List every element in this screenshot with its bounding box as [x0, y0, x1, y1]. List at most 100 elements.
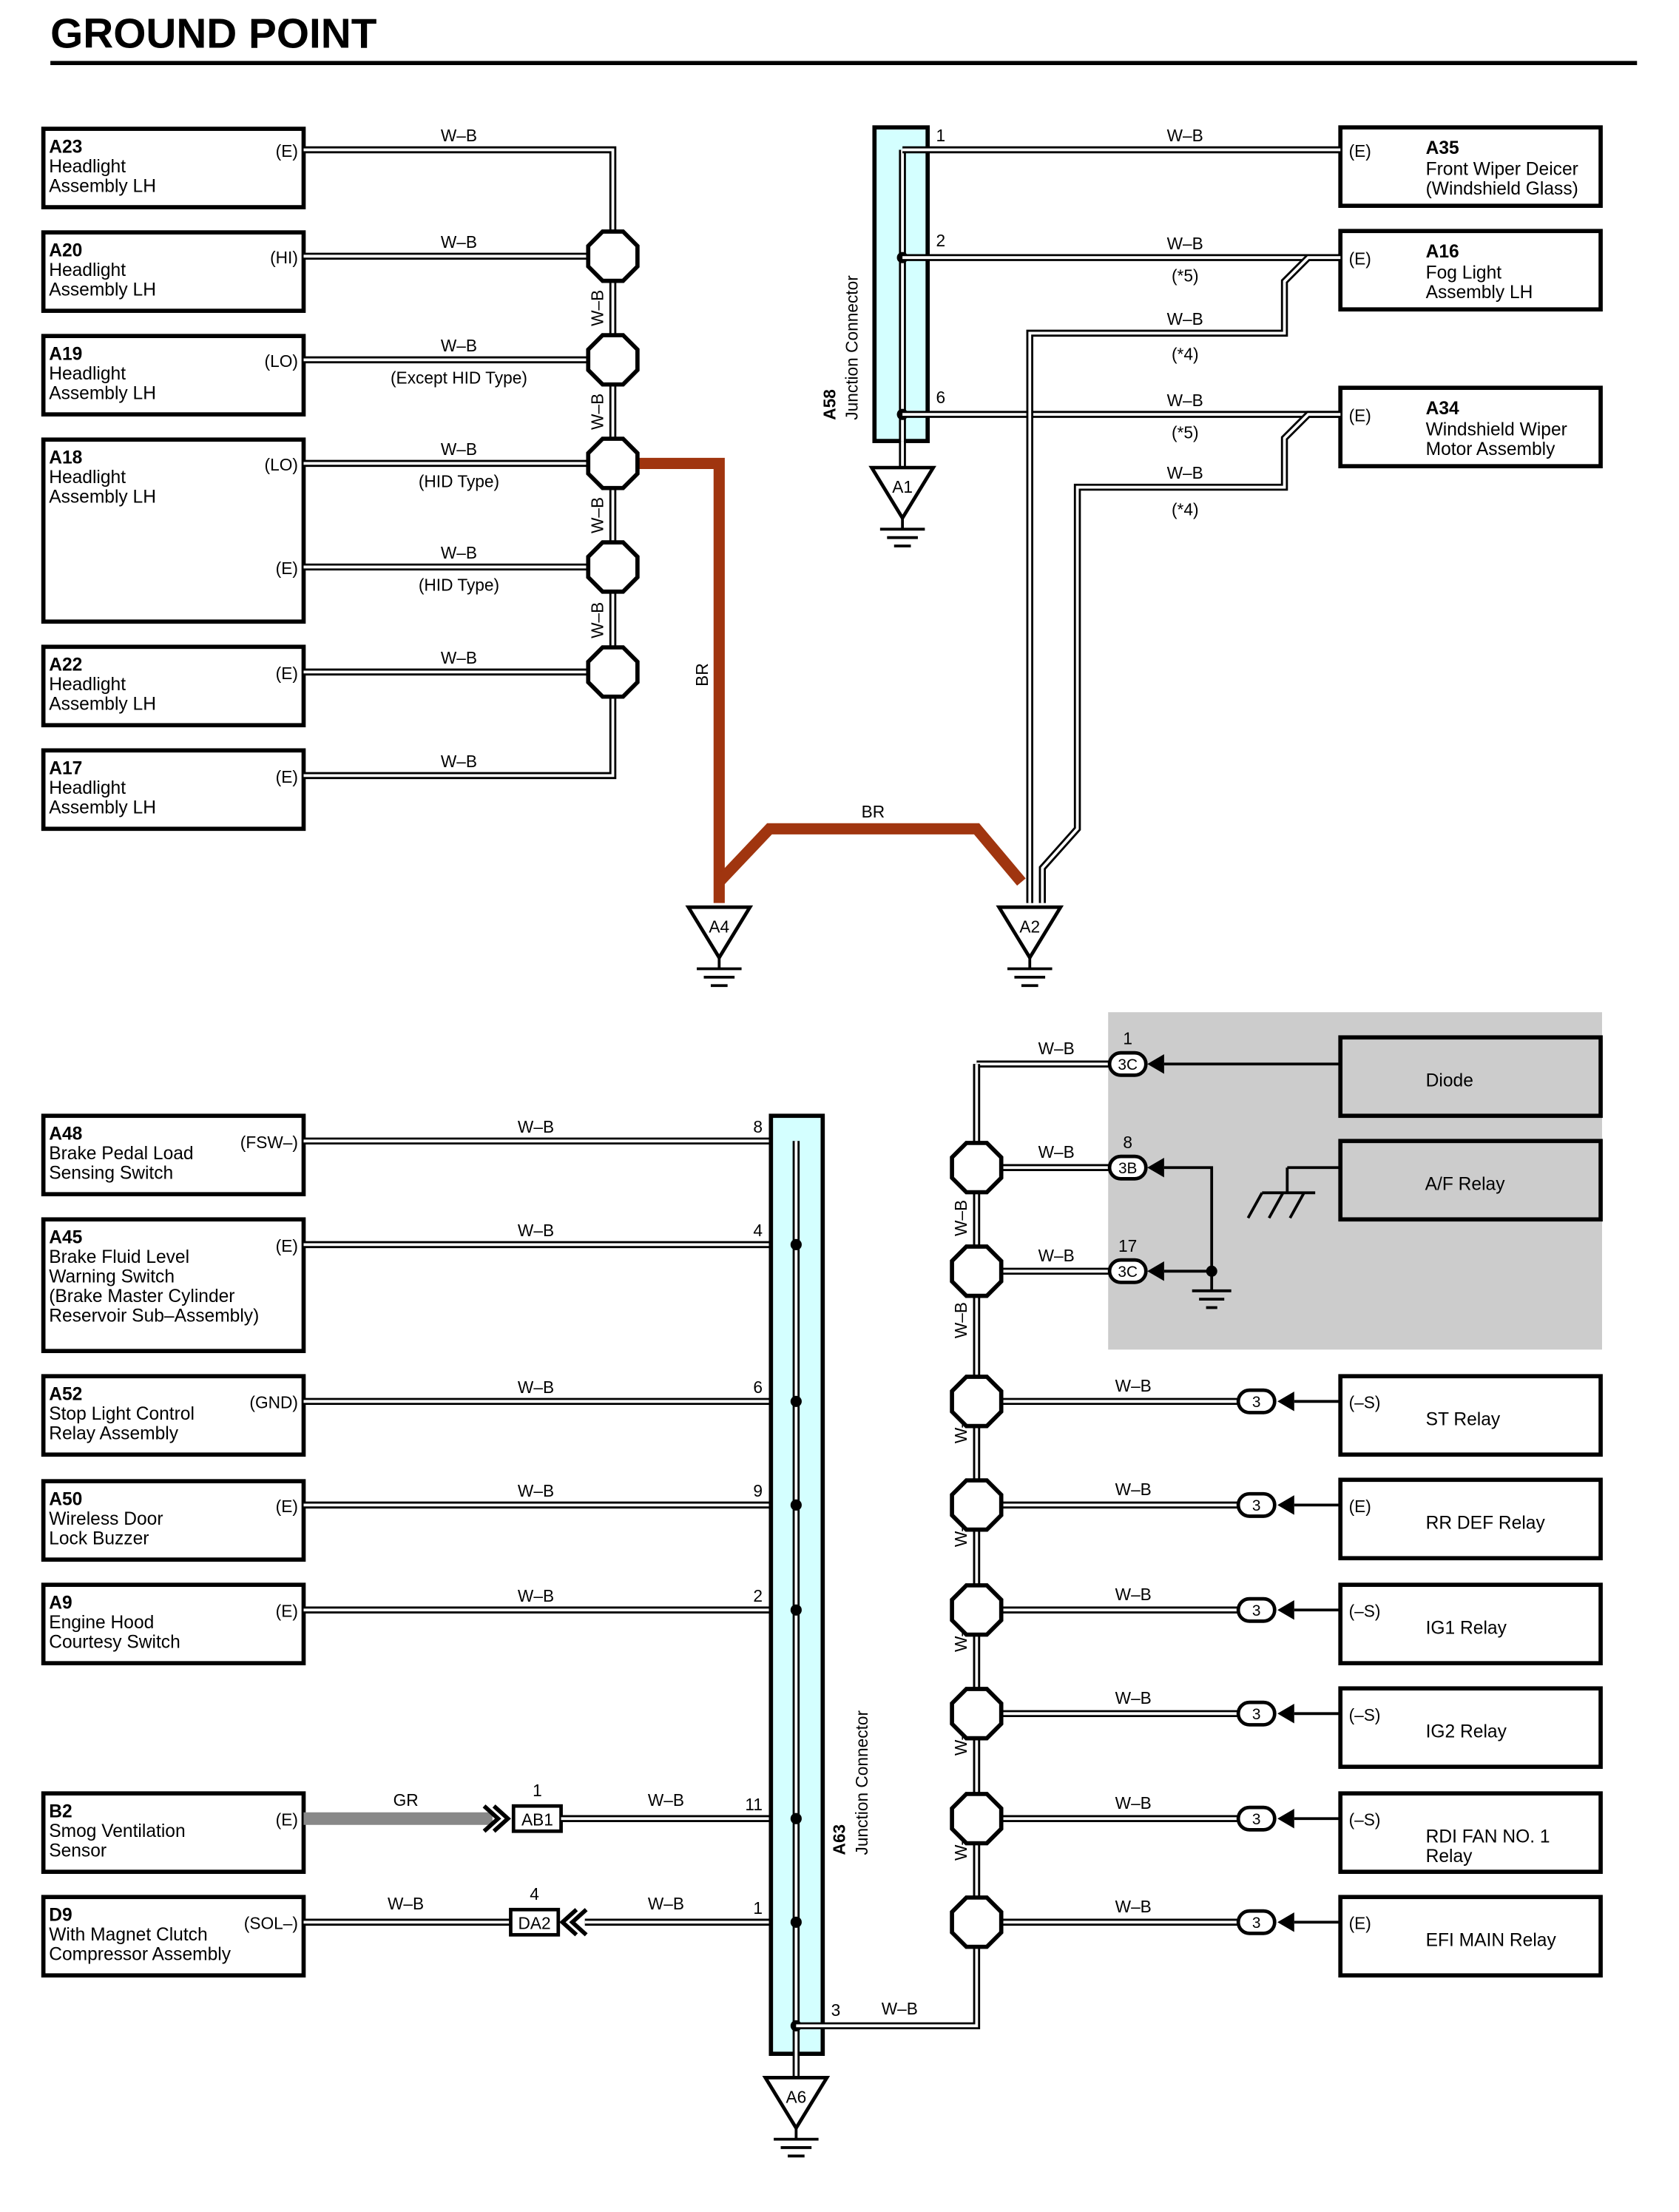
- component-A20-code: A20: [49, 240, 82, 260]
- component-A17-code: A17: [49, 758, 82, 778]
- wire-label-br-1: BR: [692, 663, 712, 687]
- connector-3C-0-label: 3C: [1118, 1056, 1138, 1073]
- component-A48-line-0: Brake Pedal Load: [49, 1144, 193, 1164]
- relay-box-3: [1338, 1686, 1603, 1770]
- relay-arrow-4: [1277, 1808, 1294, 1829]
- component-A35-code: A35: [1426, 138, 1459, 158]
- component-A34-line-0: Windshield Wiper: [1426, 420, 1567, 440]
- wire-a23-core: [303, 148, 615, 672]
- wire-label-wb-bl-4: W–B: [518, 1586, 554, 1605]
- relay-arrow-0: [1277, 1392, 1294, 1412]
- component-A34-pin: (E): [1349, 406, 1371, 425]
- component-A45-line-1: Warning Switch: [49, 1267, 175, 1287]
- component-A17-line-0: Headlight: [49, 778, 126, 798]
- wire-label-wb-b2: W–B: [648, 1790, 684, 1810]
- component-A34-code: A34: [1426, 399, 1459, 419]
- note-hid-1: (HID Type): [419, 472, 499, 491]
- wire-br-a4: [638, 457, 725, 903]
- wire-a17-core: [303, 672, 615, 778]
- connector-relay-1: [1236, 1491, 1277, 1518]
- relay-arrow-2: [1277, 1600, 1294, 1620]
- wire-label-wb-bl-1: W–B: [518, 1221, 554, 1240]
- a58-name: Junction Connector: [842, 275, 862, 420]
- component-A23-box: [41, 127, 306, 209]
- relay-box-4: [1338, 1791, 1603, 1874]
- wire-label-wb-bus-2: W–B: [587, 497, 607, 533]
- a63-node-3: [790, 1604, 802, 1616]
- component-A18-box: [41, 437, 306, 624]
- relay-label-4-0: RDI FAN NO. 1: [1426, 1827, 1550, 1847]
- a63-code: A63: [830, 1824, 849, 1855]
- a63-pin-9: 9: [753, 1481, 763, 1500]
- component-A52-pin: (GND): [249, 1393, 298, 1412]
- splice-top-0: [586, 229, 640, 283]
- wire-label-wb-a63out: W–B: [882, 1999, 918, 2018]
- component-A45-code: A45: [49, 1227, 82, 1247]
- component-D9-pin: (SOL–): [244, 1914, 298, 1933]
- relay-box-af: [1338, 1139, 1603, 1222]
- connector-da2: [509, 1907, 561, 1937]
- component-A22-line-0: Headlight: [49, 675, 126, 695]
- component-D9-box: [41, 1895, 306, 1978]
- component-A16-line-0: Fog Light: [1426, 263, 1502, 283]
- component-A34-box: [1338, 385, 1603, 469]
- component-A17-line-1: Assembly LH: [49, 798, 156, 817]
- splice-bottom-3: [950, 1478, 1004, 1532]
- relay-block-arrow-1: [1147, 1158, 1164, 1178]
- wire-label-wb-d9b: W–B: [648, 1894, 684, 1913]
- relay-label-1-0: RR DEF Relay: [1426, 1514, 1546, 1534]
- relay-pin-0: (–S): [1349, 1393, 1381, 1412]
- component-A19-code: A19: [49, 344, 82, 364]
- wire-label-wb-tl-0: W–B: [441, 126, 477, 145]
- wire-label-wb-tr-1: W–B: [1167, 234, 1203, 253]
- component-A50-line-1: Lock Buzzer: [49, 1528, 149, 1548]
- relay-label-0-0: ST Relay: [1426, 1409, 1501, 1429]
- component-A52-line-0: Stop Light Control: [49, 1404, 195, 1424]
- arrow-ab1-b: [492, 1804, 511, 1833]
- component-A48-code: A48: [49, 1124, 82, 1144]
- wire-af-internal: [1163, 1166, 1214, 1272]
- connector-relay-3-label: 3: [1252, 1706, 1261, 1723]
- component-A23-line-1: Assembly LH: [49, 176, 156, 196]
- a63-pin-11: 11: [745, 1795, 763, 1814]
- connector-relay-0-label: 3: [1252, 1394, 1261, 1411]
- a63-node-0: [790, 1238, 802, 1250]
- wire-label-wb-rl-3: W–B: [1115, 1688, 1152, 1707]
- component-A50-pin: (E): [276, 1497, 298, 1516]
- component-A35-line-0: Front Wiper Deicer: [1426, 160, 1578, 180]
- relay-box-0: [1338, 1374, 1603, 1457]
- wire-label-wb-tl-4: W–B: [441, 543, 477, 562]
- component-A18-pin2: (E): [276, 559, 298, 578]
- arrow-da2-a: [559, 1908, 578, 1937]
- wire-label-wb-bus-1: W–B: [587, 394, 607, 430]
- splice-bottom-5: [950, 1687, 1004, 1741]
- relay-box-5: [1338, 1895, 1603, 1978]
- a63-pin-3: 3: [831, 2000, 841, 2020]
- connector-3C-2: [1107, 1258, 1148, 1284]
- component-A50-line-0: Wireless Door: [49, 1509, 163, 1529]
- component-B2-line-0: Smog Ventilation: [49, 1821, 185, 1841]
- wire-label-wb-bus-3: W–B: [587, 602, 607, 638]
- splice-bottom-1: [950, 1244, 1004, 1298]
- relay-arrow-5: [1277, 1912, 1294, 1932]
- wire-label-wb-bl-3: W–B: [518, 1481, 554, 1500]
- wire-label-wb-bl-2: W–B: [518, 1378, 554, 1397]
- relay-pin-3: (–S): [1349, 1705, 1381, 1724]
- wire-label-wb-rbus-1: W–B: [951, 1302, 970, 1338]
- splice-bottom-0: [950, 1141, 1004, 1195]
- component-A35-box: [1338, 125, 1603, 209]
- wire-label-wb-rl-0: W–B: [1115, 1376, 1152, 1395]
- relay-block-arrow-2: [1147, 1261, 1164, 1281]
- component-A35-line-1: (Windshield Glass): [1426, 179, 1578, 199]
- component-A23-code: A23: [49, 137, 82, 157]
- a63-pin-1: 1: [753, 1898, 763, 1918]
- ground-a4-label: A4: [709, 917, 729, 936]
- relay-block-arrow-0: [1147, 1053, 1164, 1074]
- component-A34-line-1: Motor Assembly: [1426, 439, 1556, 459]
- component-A45-line-0: Brake Fluid Level: [49, 1247, 189, 1267]
- wire-label-wb-tl-6: W–B: [441, 752, 477, 771]
- relay-arrow-1: [1277, 1495, 1294, 1515]
- splice-top-1: [586, 333, 640, 387]
- ground-a2: [996, 905, 1064, 961]
